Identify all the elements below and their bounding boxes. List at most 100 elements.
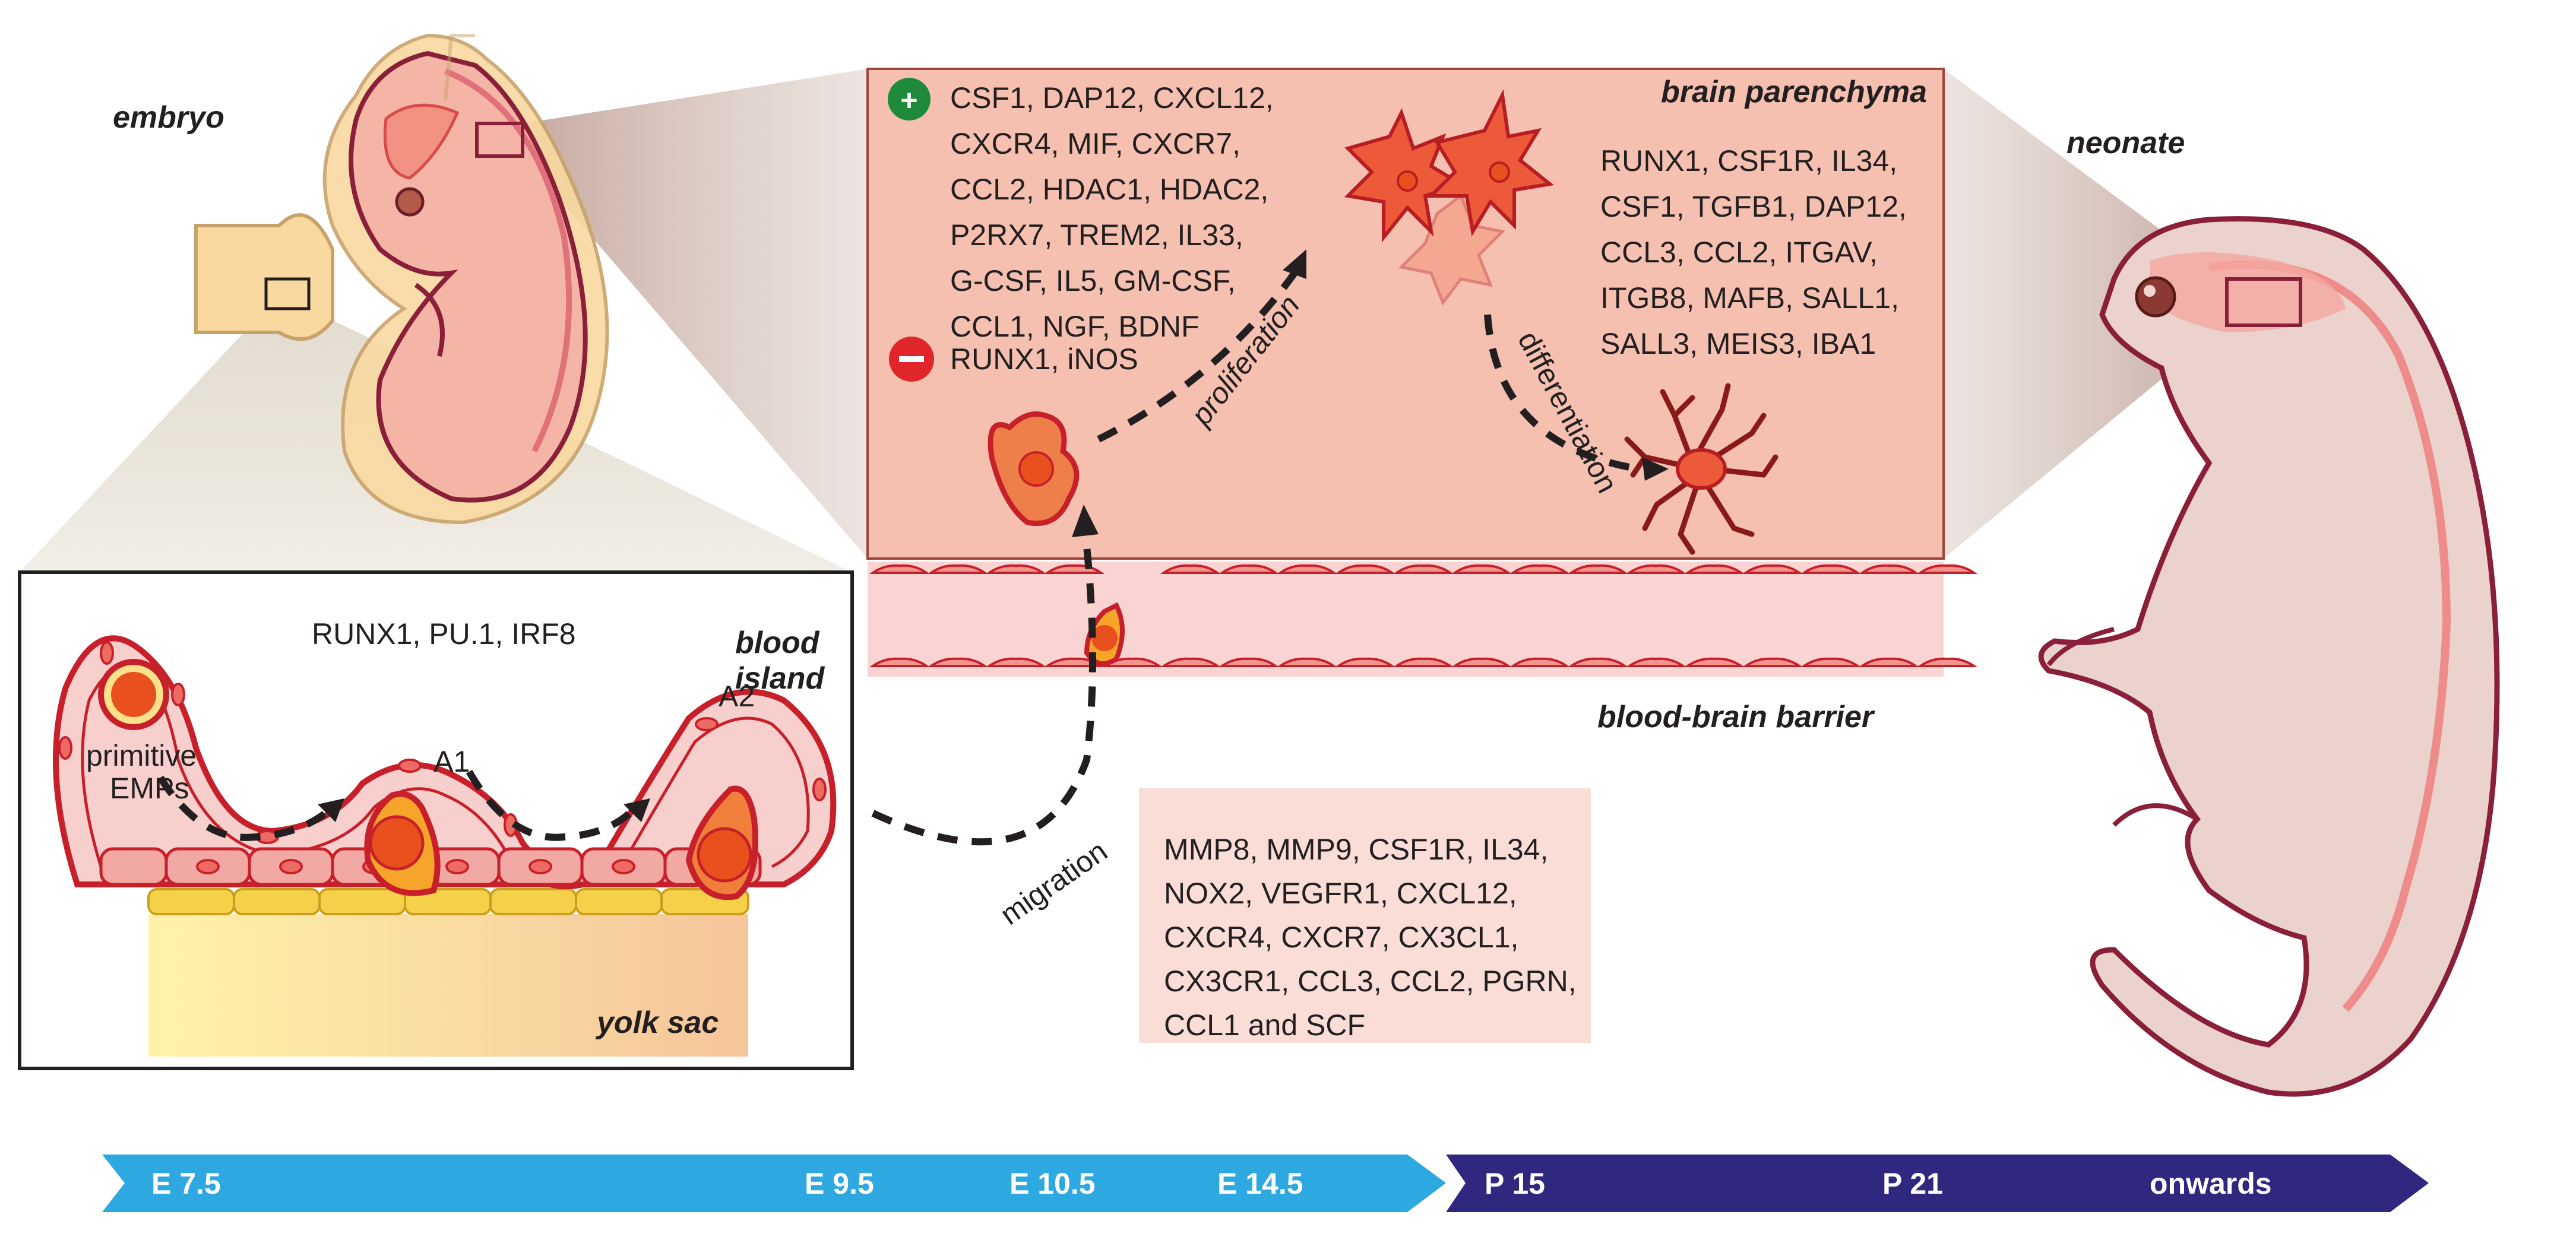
amoeboid-microglia-precursor xyxy=(988,411,1080,527)
endothelial-cell xyxy=(1800,657,1862,667)
endothelial-cell xyxy=(1451,564,1512,574)
differentiation-factor-line: ITGB8, MAFB, SALL1, xyxy=(1600,281,1899,315)
blood-island-label-line1: blood xyxy=(735,626,820,660)
neonate-brain-marker xyxy=(2225,277,2302,327)
differentiation-factor-line: SALL3, MEIS3, IBA1 xyxy=(1600,327,1876,360)
endothelial-cell xyxy=(1393,564,1454,574)
blood-island-label-line2: island xyxy=(735,661,825,696)
endothelial-cell xyxy=(1160,564,1221,574)
endothelial-cell xyxy=(1742,657,1803,667)
positive-factor-list: CSF1, DAP12, CXCL12, CXCR4, MIF, CXCR7, … xyxy=(950,81,1274,343)
positive-factor-line: P2RX7, TREM2, IL33, xyxy=(950,218,1243,252)
endothelial-cell xyxy=(1276,657,1338,667)
brain-parenchyma-label: brain parenchyma xyxy=(1661,75,1927,109)
proliferating-microglia xyxy=(1344,89,1555,306)
timeline-postnatal-arrow xyxy=(1446,1155,2429,1212)
endothelial-cell xyxy=(927,564,989,574)
a1-label: A1 xyxy=(433,745,470,778)
endothelial-cell xyxy=(1625,564,1687,574)
ramified-microglia xyxy=(1624,383,1778,555)
endothelial-cell xyxy=(985,657,1047,667)
yolk-sac-tissue xyxy=(148,914,748,1057)
arrow-differentiation xyxy=(1484,314,1640,472)
endothelial-cell xyxy=(1509,564,1571,574)
endothelial-cell xyxy=(1218,657,1280,667)
endothelial-cell xyxy=(1683,564,1745,574)
endothelial-cell xyxy=(927,657,989,667)
positive-factor-line: CSF1, DAP12, CXCL12, xyxy=(950,81,1274,115)
primitive-emp-cell xyxy=(98,659,169,730)
timeline-label: E 9.5 xyxy=(805,1167,874,1200)
endothelial-cell xyxy=(1916,657,1978,667)
differentiation-factor-list: RUNX1, CSF1R, IL34, CSF1, TGFB1, DAP12, … xyxy=(1600,144,1907,360)
differentiation-factor-line: CCL3, CCL2, ITGAV, xyxy=(1600,236,1878,269)
positive-factor-line: CXCR4, MIF, CXCR7, xyxy=(950,127,1240,160)
a2-label: A2 xyxy=(719,680,755,713)
neonate-illustration xyxy=(2038,216,2500,1097)
timeline-label: E 10.5 xyxy=(1009,1167,1096,1200)
negative-factor-list: RUNX1, iNOS xyxy=(950,342,1138,376)
endothelial-cell xyxy=(1334,657,1396,667)
positive-factor-line: CCL2, HDAC1, HDAC2, xyxy=(950,173,1268,206)
endothelial-cell xyxy=(1800,564,1862,574)
migration-factor-line: NOX2, VEGFR1, CXCL12, xyxy=(1164,877,1517,910)
endothelial-cell xyxy=(1334,564,1396,574)
endothelial-cell xyxy=(1276,564,1338,574)
timeline-label: onwards xyxy=(2150,1167,2272,1200)
primitive-emps-label-line2: EMPs xyxy=(110,772,189,805)
positive-factor-line: CCL1, NGF, BDNF xyxy=(950,310,1200,343)
brain-parenchyma-panel: brain parenchyma + CSF1, DAP12, CXCL12, … xyxy=(866,68,1945,560)
timeline-label: E 7.5 xyxy=(151,1167,221,1200)
blood-island-factors: RUNX1, PU.1, IRF8 xyxy=(312,617,576,651)
endothelial-cell xyxy=(1625,657,1687,667)
positive-factor-line: G-CSF, IL5, GM-CSF, xyxy=(950,264,1236,297)
primitive-emps-label-line1: primitive xyxy=(86,739,197,772)
a2-cell xyxy=(685,785,758,900)
endothelial-cell xyxy=(1160,657,1221,667)
migration-factor-box: MMP8, MMP9, CSF1R, IL34, NOX2, VEGFR1, C… xyxy=(1139,788,1591,1043)
a1-cell xyxy=(364,791,441,896)
migration-factor-line: MMP8, MMP9, CSF1R, IL34, xyxy=(1164,833,1548,866)
endothelial-cell xyxy=(1858,657,1920,667)
endothelial-cell xyxy=(1742,564,1803,574)
endothelial-cell xyxy=(1509,657,1571,667)
endothelial-cell xyxy=(869,657,931,667)
embryo-brain-marker xyxy=(475,122,524,158)
endothelial-cell xyxy=(1451,657,1512,667)
timeline-embryonic-arrow xyxy=(102,1155,1446,1212)
plus-symbol: + xyxy=(900,84,917,117)
blood-brain-barrier-label: blood-brain barrier xyxy=(1597,700,1875,734)
yolk-sac-marker xyxy=(264,277,311,310)
timeline-label: P 21 xyxy=(1882,1167,1943,1200)
zoom-projection-embryo-to-brain xyxy=(523,69,868,559)
endothelial-cell xyxy=(1858,564,1920,574)
blood-island-panel: RUNX1, PU.1, IRF8 blood island primitive… xyxy=(18,570,854,1070)
migration-factor-line: CX3CR1, CCL3, CCL2, PGRN, xyxy=(1164,965,1577,998)
endothelial-cell xyxy=(869,564,931,574)
timeline-label: E 14.5 xyxy=(1217,1167,1303,1200)
arrow-proliferation xyxy=(1097,271,1298,443)
endothelial-cell xyxy=(1218,564,1280,574)
endothelial-cell xyxy=(1567,657,1629,667)
endothelial-cell xyxy=(1683,657,1745,667)
arrow-migration xyxy=(871,546,1096,846)
arrow-a1-to-a2 xyxy=(466,769,638,841)
timeline-label: P 15 xyxy=(1485,1167,1545,1200)
blood-brain-barrier: blood-brain barrier xyxy=(868,562,1978,734)
timeline: E 7.5 E 9.5 E 10.5 E 14.5 P 15 P 21 onwa… xyxy=(102,1155,2429,1212)
endothelial-cell xyxy=(985,564,1047,574)
endothelial-cell xyxy=(1916,564,1978,574)
yolk-sac-label: yolk sac xyxy=(595,1006,719,1040)
endothelial-cell xyxy=(1393,657,1454,667)
zoom-projection-neonate-to-brain xyxy=(1944,69,2227,559)
positive-regulator-icon xyxy=(888,78,931,120)
embryo-label: embryo xyxy=(113,100,224,135)
neonate-label: neonate xyxy=(2067,126,2185,160)
arrow-emp-to-a1 xyxy=(157,775,336,841)
differentiation-factor-line: CSF1, TGFB1, DAP12, xyxy=(1600,190,1907,223)
embryo-illustration xyxy=(194,33,609,525)
differentiation-factor-line: RUNX1, CSF1R, IL34, xyxy=(1600,144,1897,177)
migration-factor-line: CCL1 and SCF xyxy=(1164,1009,1365,1042)
endothelial-cell xyxy=(1567,564,1629,574)
